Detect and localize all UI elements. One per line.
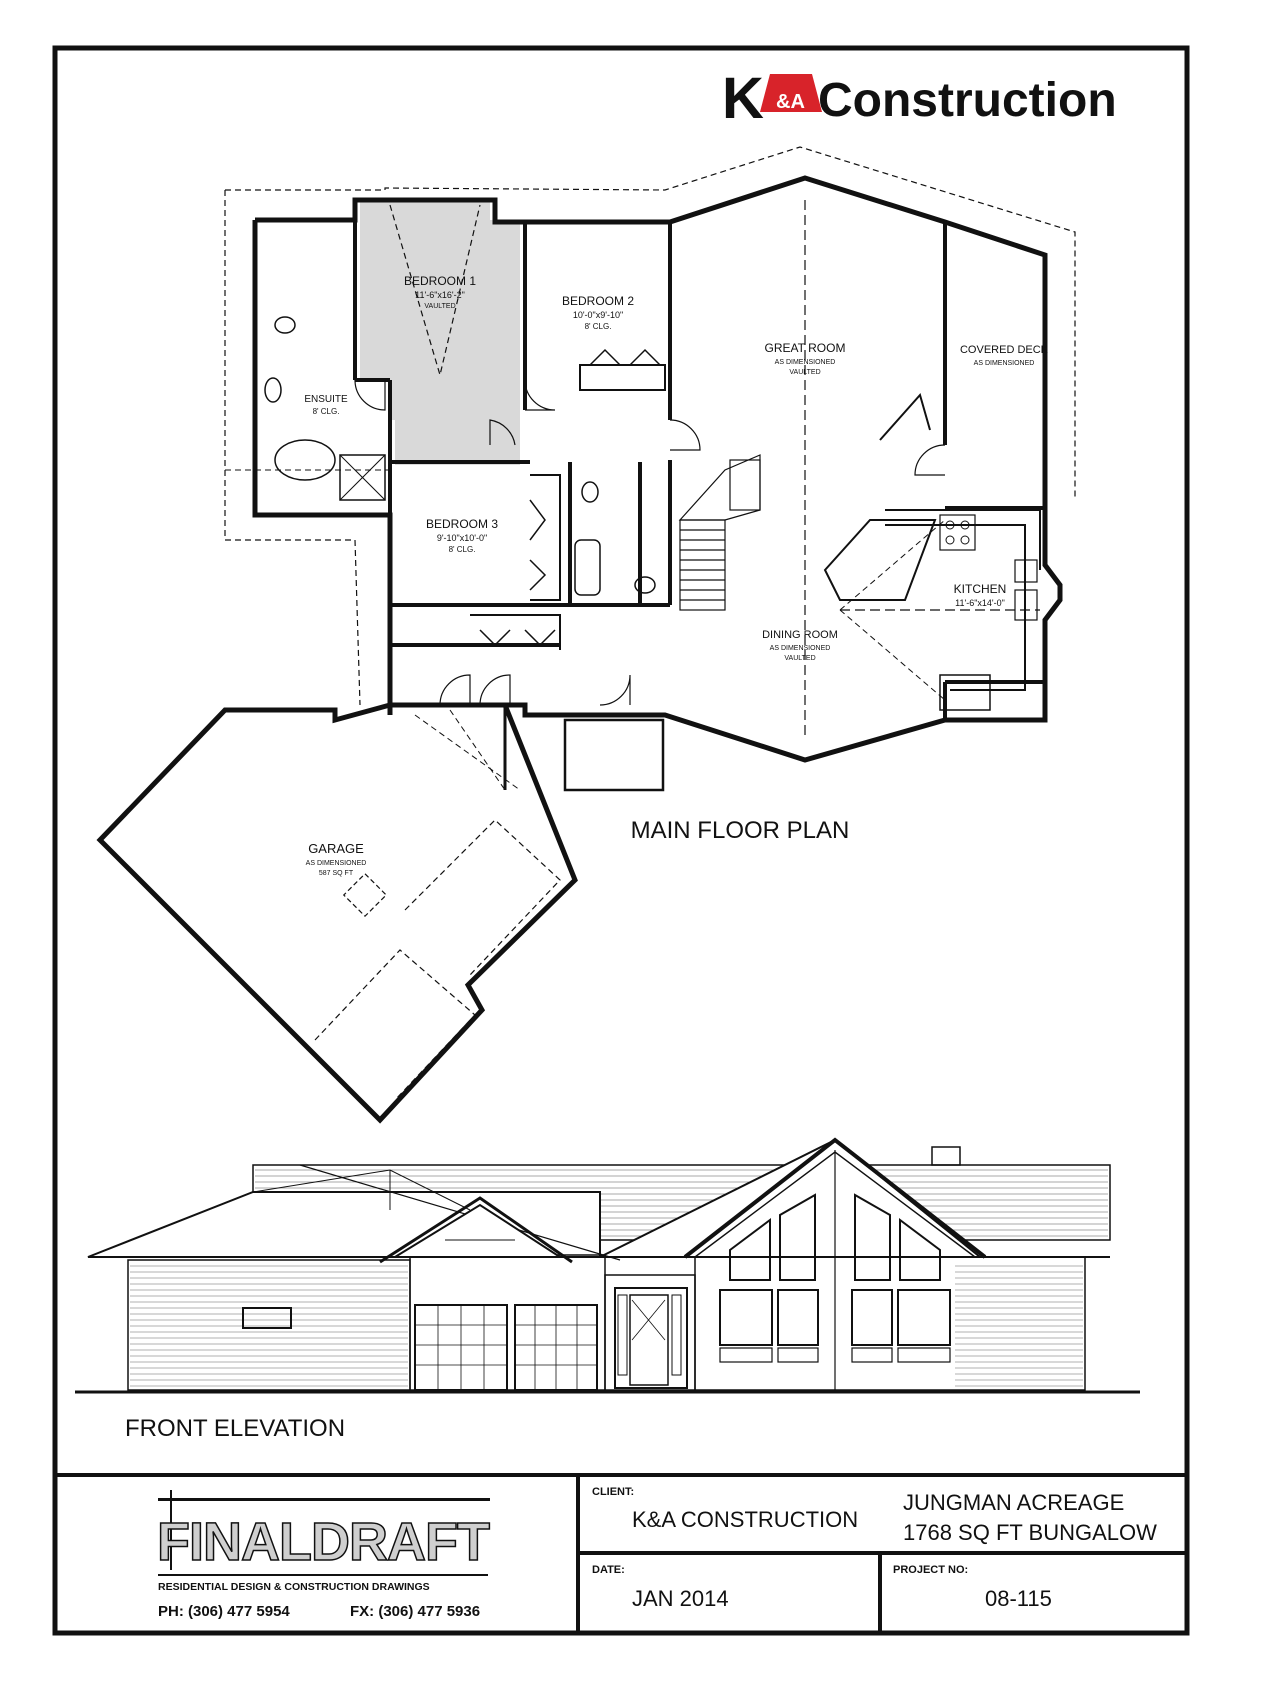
interior-walls	[353, 200, 1045, 720]
bedroom-1-name: BEDROOM 1	[404, 274, 476, 288]
ensuite-sink	[264, 377, 282, 403]
great-room-name: GREAT ROOM	[765, 341, 846, 355]
main-bath-toilet	[634, 576, 656, 594]
project-name-line-2: 1768 SQ FT BUNGALOW	[903, 1520, 1157, 1545]
ensuite-toilet	[274, 316, 296, 334]
bedroom-2-note: 8' CLG.	[585, 322, 612, 331]
logo-red-mark	[760, 74, 822, 112]
firm-logo: FINALDRAFT RESIDENTIAL DESIGN & CONSTRUC…	[156, 1490, 492, 1620]
roof-overhang-outline	[225, 146, 1076, 500]
garage-window	[242, 1307, 292, 1329]
sheet-border	[52, 45, 1190, 1636]
dining-room-note: VAULTED	[784, 655, 815, 662]
logo-k: K	[722, 66, 764, 131]
project-no-value: 08-115	[985, 1586, 1052, 1611]
covered-deck-name: COVERED DECK	[960, 344, 1049, 356]
dining-room-dims: AS DIMENSIONED	[770, 645, 831, 652]
main-bath-tub	[574, 539, 601, 596]
great-room-windows	[719, 1193, 951, 1363]
ensuite-shower	[339, 454, 386, 501]
bedroom-2-dims: 10'-0"x9'-10"	[573, 310, 623, 320]
title-block	[55, 1473, 1187, 1633]
firm-tagline: RESIDENTIAL DESIGN & CONSTRUCTION DRAWIN…	[158, 1581, 430, 1593]
front-elevation	[75, 1137, 1140, 1394]
main-bath-sink	[581, 481, 599, 503]
dining-room-name: DINING ROOM	[762, 629, 838, 641]
bedroom-1-shading	[360, 200, 520, 465]
garage-side-wall	[127, 1259, 411, 1391]
front-step	[563, 718, 665, 792]
great-room-note: VAULTED	[789, 369, 820, 376]
project-name-line-1: JUNGMAN ACREAGE	[903, 1490, 1124, 1515]
company-logo: K &A Construction	[722, 66, 1117, 131]
kitchen-name: KITCHEN	[954, 582, 1007, 596]
garage	[96, 702, 578, 1124]
firm-fax: FX: (306) 477 5936	[350, 1603, 480, 1620]
stairs	[678, 454, 761, 611]
ensuite-name: ENSUITE	[304, 394, 348, 405]
date-label: DATE:	[592, 1564, 625, 1576]
floor-plan	[96, 146, 1076, 1124]
garage-doors	[414, 1304, 598, 1391]
great-room-dims: AS DIMENSIONED	[775, 359, 836, 366]
bedroom-3-dims: 9'-10"x10'-0"	[437, 533, 487, 543]
bedroom-3-name: BEDROOM 3	[426, 517, 498, 531]
garage-dims: AS DIMENSIONED	[306, 860, 367, 867]
garage-note: 587 SQ FT	[319, 870, 354, 877]
chimney	[931, 1146, 961, 1166]
date-value: JAN 2014	[632, 1586, 729, 1611]
ensuite-tub	[274, 439, 336, 481]
room-labels: BEDROOM 1 11'-6"x16'-2" VAULTED BEDROOM …	[304, 274, 1048, 877]
client-label: CLIENT:	[592, 1486, 634, 1498]
firm-name: FINALDRAFT	[157, 1512, 490, 1572]
garage-name: GARAGE	[308, 841, 364, 856]
logo-wordmark: Construction	[818, 74, 1117, 127]
main-floor-plan-title: MAIN FLOOR PLAN	[631, 817, 850, 844]
logo-ampersand: &A	[776, 91, 805, 113]
bedroom-2-name: BEDROOM 2	[562, 294, 634, 308]
kitchen-counters	[823, 509, 1041, 711]
front-elevation-title: FRONT ELEVATION	[125, 1415, 345, 1442]
covered-deck-dims: AS DIMENSIONED	[974, 360, 1035, 367]
bedroom-1-dims: 11'-6"x16'-2"	[415, 290, 465, 300]
firm-phone: PH: (306) 477 5954	[158, 1603, 290, 1620]
front-door	[614, 1287, 688, 1389]
project-no-label: PROJECT NO:	[893, 1564, 968, 1576]
ensuite-note: 8' CLG.	[313, 407, 340, 416]
kitchen-dims: 11'-6"x14'-0"	[955, 598, 1005, 608]
bedroom-3-note: 8' CLG.	[449, 545, 476, 554]
bedroom-1-note: VAULTED	[424, 303, 455, 310]
client-value: K&A CONSTRUCTION	[632, 1507, 858, 1532]
